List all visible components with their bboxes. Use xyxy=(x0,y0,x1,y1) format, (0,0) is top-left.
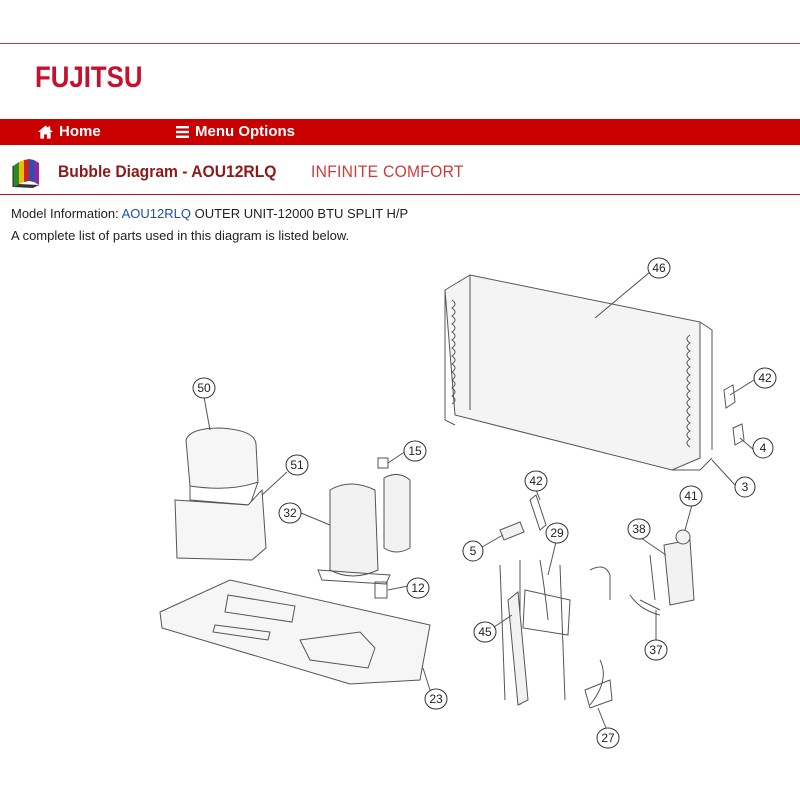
model-info-label: Model Information: xyxy=(11,206,119,221)
svg-text:37: 37 xyxy=(649,643,663,657)
books-icon xyxy=(12,159,39,188)
site-header: FUJITSU xyxy=(0,44,800,119)
bubble-27[interactable]: 27 xyxy=(596,727,620,749)
bubble-labels: 46 42 4 3 50 51 15 32 12 42 5 29 41 38 4… xyxy=(192,257,777,749)
bubble-41[interactable]: 41 xyxy=(679,485,703,507)
bubble-51[interactable]: 51 xyxy=(285,454,309,476)
parts-intro-text: A complete list of parts used in this di… xyxy=(11,228,350,243)
bubble-5[interactable]: 5 xyxy=(462,540,484,562)
svg-text:51: 51 xyxy=(290,458,304,472)
brand-tagline: INFINITE COMFORT xyxy=(311,162,464,181)
nav-home-label: Home xyxy=(59,123,101,140)
svg-text:3: 3 xyxy=(742,480,749,494)
svg-text:23: 23 xyxy=(429,692,443,706)
svg-text:27: 27 xyxy=(601,731,615,745)
svg-text:4: 4 xyxy=(760,441,767,455)
model-information: Model Information: AOU12RLQ OUTER UNIT-1… xyxy=(11,206,408,221)
bubble-23[interactable]: 23 xyxy=(424,688,448,710)
bubble-4[interactable]: 4 xyxy=(752,437,774,459)
svg-text:29: 29 xyxy=(550,526,564,540)
nav-menu-options[interactable]: Menu Options xyxy=(176,119,295,145)
nav-menu-label: Menu Options xyxy=(195,123,295,140)
home-icon xyxy=(38,125,53,139)
leader-lines xyxy=(203,271,755,729)
diagram-linework xyxy=(159,274,745,709)
bubble-46[interactable]: 46 xyxy=(647,257,671,279)
bubble-42-mid[interactable]: 42 xyxy=(524,470,548,492)
fujitsu-logo[interactable]: FUJITSU xyxy=(35,61,143,94)
model-description: OUTER UNIT-12000 BTU SPLIT H/P xyxy=(194,206,409,221)
nav-home-link[interactable]: Home xyxy=(38,119,101,145)
top-divider xyxy=(0,43,800,44)
page-title-bar: Bubble Diagram - AOU12RLQ INFINITE COMFO… xyxy=(0,148,800,195)
bubble-15[interactable]: 15 xyxy=(403,440,427,462)
svg-text:38: 38 xyxy=(632,522,646,536)
bubble-50[interactable]: 50 xyxy=(192,377,216,399)
svg-text:46: 46 xyxy=(652,261,666,275)
svg-text:50: 50 xyxy=(197,381,211,395)
menu-icon xyxy=(176,126,189,138)
svg-text:42: 42 xyxy=(758,371,772,385)
page-title: Bubble Diagram - AOU12RLQ xyxy=(58,162,277,181)
bubble-3[interactable]: 3 xyxy=(734,476,756,498)
model-number-link[interactable]: AOU12RLQ xyxy=(121,206,191,221)
bubble-42-top[interactable]: 42 xyxy=(753,367,777,389)
bubble-12[interactable]: 12 xyxy=(406,577,430,599)
bubble-29[interactable]: 29 xyxy=(545,522,569,544)
svg-text:32: 32 xyxy=(283,506,297,520)
parts-bubble-diagram: 46 42 4 3 50 51 15 32 12 42 5 29 41 38 4… xyxy=(159,257,777,749)
svg-text:45: 45 xyxy=(478,625,492,639)
svg-text:15: 15 xyxy=(408,444,422,458)
bubble-38[interactable]: 38 xyxy=(627,518,651,540)
svg-text:41: 41 xyxy=(684,489,698,503)
bubble-45[interactable]: 45 xyxy=(473,621,497,643)
bubble-37[interactable]: 37 xyxy=(644,639,668,661)
bubble-32[interactable]: 32 xyxy=(278,502,302,524)
svg-text:12: 12 xyxy=(411,581,425,595)
svg-text:42: 42 xyxy=(529,474,543,488)
svg-text:5: 5 xyxy=(470,544,477,558)
main-navbar: Home Menu Options xyxy=(0,119,800,145)
